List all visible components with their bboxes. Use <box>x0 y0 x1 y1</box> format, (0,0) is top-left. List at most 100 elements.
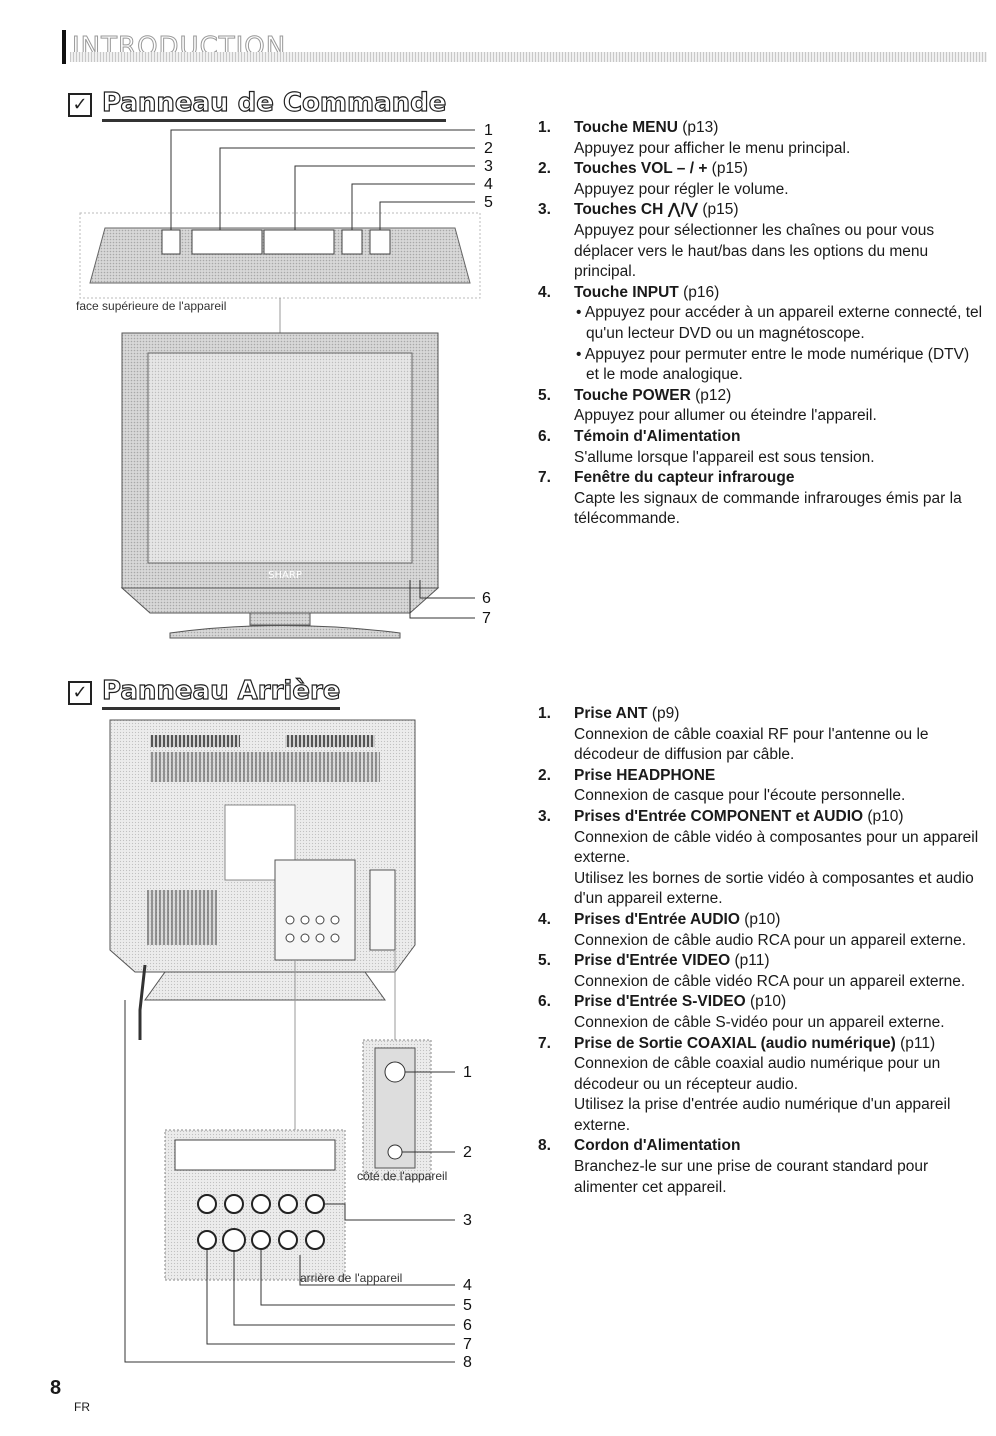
item-heading: Cordon d'Alimentation <box>574 1137 741 1155</box>
control-panel-title-text: Panneau de Commande <box>101 87 447 122</box>
page-header: INTRODUCTION <box>62 30 987 64</box>
list-item: 6. Prise d'Entrée S-VIDEO (p10) Connexion … <box>538 992 983 1033</box>
item-description: Connexion de câble S-vidéo pour un appar… <box>574 1013 945 1031</box>
rear-callout-7: 7 <box>463 1336 472 1353</box>
item-bullet: • Appuyez pour accéder à un appareil ext… <box>576 304 983 342</box>
rear-panel-title: ✓ Panneau Arrière <box>68 675 341 710</box>
rear-panel-list: 1. Prise ANT (p9) Connexion de câble coaxi… <box>538 704 983 1198</box>
item-description: Connexion de câble coaxial RF pour l'ant… <box>574 725 929 764</box>
list-item: 5.Touche POWER (p12)Appuyez pour allumer… <box>538 386 983 427</box>
rear-callout-6: 6 <box>463 1317 472 1334</box>
item-description: Appuyez pour allumer ou éteindre l'appar… <box>574 407 877 425</box>
item-heading: Touches CH ⋀/⋁ <box>574 201 699 219</box>
side-caption: côté de l'appareil <box>357 1169 447 1183</box>
item-heading: Témoin d'Alimentation <box>574 427 741 445</box>
list-item: 1. Prise ANT (p9) Connexion de câble coaxi… <box>538 704 983 766</box>
input-button-icon <box>341 229 363 255</box>
item-heading: Prise de Sortie COAXIAL (audio numérique… <box>574 1034 896 1052</box>
item-number: 1. <box>538 705 551 722</box>
item-heading: Touches VOL – / + <box>574 160 708 178</box>
ch-buttons-icon <box>263 229 335 255</box>
item-description: S'allume lorsque l'appareil est sous ten… <box>574 448 875 466</box>
list-item: 5. Prise d'Entrée VIDEO (p11) Connexion de… <box>538 951 983 992</box>
item-number: 4. <box>538 283 551 301</box>
control-panel-list: 1. Touche MENU (p13) Appuyez pour afficher… <box>538 118 983 530</box>
item-bullet: • Appuyez pour permuter entre le mode nu… <box>576 345 970 384</box>
item-description: Branchez-le sur une prise de courant sta… <box>574 1158 929 1196</box>
item-page-ref: (p15) <box>698 201 739 219</box>
callout-3: 3 <box>484 158 493 175</box>
item-description: Connexion de câble coaxial audio numériq… <box>574 1055 941 1093</box>
list-item: 1. Touche MENU (p13) Appuyez pour afficher… <box>538 118 983 159</box>
item-number: 5. <box>538 952 551 970</box>
callout-7: 7 <box>482 610 491 627</box>
rear-callout-3: 3 <box>463 1212 472 1229</box>
rear-callout-4: 4 <box>463 1277 472 1294</box>
item-description: Connexion de câble vidéo à composantes p… <box>574 828 979 867</box>
list-item: 2. Touches VOL – / + (p15) Appuyez pour ré… <box>538 159 983 200</box>
list-item: 4.Prises d'Entrée AUDIO (p10)Connexion d… <box>538 910 983 951</box>
item-number: 4. <box>538 910 551 928</box>
item-number: 2. <box>538 160 551 178</box>
page-language: FR <box>74 1400 90 1414</box>
item-heading: Prise ANT <box>574 705 648 722</box>
rear-panel-title-text: Panneau Arrière <box>101 675 341 710</box>
control-panel-diagram: face supérieure de l'appareil 1 2 3 4 5 … <box>76 122 493 639</box>
rear-callout-5: 5 <box>463 1297 472 1314</box>
top-face-caption: face supérieure de l'appareil <box>76 299 226 313</box>
item-page-ref: (p16) <box>678 283 720 301</box>
item-description: Appuyez pour régler le volume. <box>574 180 789 198</box>
item-number: 1. <box>538 119 551 136</box>
callout-4: 4 <box>484 176 493 193</box>
item-heading: Touche INPUT <box>574 283 679 301</box>
item-page-ref: (p11) <box>730 952 770 970</box>
list-item: 2. Prise HEADPHONE Connexion de casque pou… <box>538 766 983 807</box>
item-heading: Prise d'Entrée VIDEO <box>574 952 731 970</box>
rear-callout-8: 8 <box>463 1354 472 1370</box>
list-item: 4. Touche INPUT (p16) • Appuyez pour accéd… <box>538 283 983 386</box>
item-description: Connexion de casque pour l'écoute person… <box>574 787 906 805</box>
item-page-ref: (p10) <box>745 993 787 1011</box>
list-item: 7. Prise de Sortie COAXIAL (audio numériq… <box>538 1034 983 1137</box>
item-description: Utilisez les bornes de sortie vidéo à co… <box>574 869 974 908</box>
checkbox-icon: ✓ <box>68 93 92 117</box>
callout-6: 6 <box>482 590 491 607</box>
vol-buttons-icon <box>191 229 263 255</box>
item-page-ref: (p9) <box>647 705 680 722</box>
rear-callout-2: 2 <box>463 1144 472 1161</box>
tv-screen <box>147 352 413 564</box>
callout-1: 1 <box>484 122 493 139</box>
control-panel-title: ✓ Panneau de Commande <box>68 87 447 122</box>
item-number: 7. <box>538 469 551 487</box>
tv-logo: SHARP <box>268 570 302 581</box>
checkbox-icon: ✓ <box>68 681 92 705</box>
item-description: Appuyez pour sélectionner les chaînes ou… <box>574 221 935 281</box>
item-page-ref: (p13) <box>677 119 719 136</box>
item-number: 7. <box>538 1034 551 1052</box>
item-heading: Prise d'Entrée S-VIDEO <box>574 993 746 1011</box>
item-number: 6. <box>538 427 551 445</box>
list-item: 3.Prises d'Entrée COMPONENT et AUDIO (p1… <box>538 807 983 910</box>
ant-jack-icon <box>384 1061 406 1083</box>
rear-panel-diagram: 1 2 côté de l'appareil arrière de l'appa… <box>109 719 472 1370</box>
item-number: 6. <box>538 993 551 1011</box>
item-number: 5. <box>538 386 551 404</box>
header-bar <box>62 30 66 64</box>
callout-5: 5 <box>484 194 493 211</box>
item-description: Capte les signaux de commande infrarouge… <box>574 489 962 528</box>
item-description: Utilisez la prise d'entrée audio numériq… <box>574 1096 951 1134</box>
item-heading: Prise HEADPHONE <box>574 766 716 784</box>
menu-button-icon <box>161 229 181 255</box>
item-heading: Touche MENU <box>574 119 678 136</box>
item-description: Connexion de câble audio RCA pour un app… <box>574 931 967 949</box>
item-number: 2. <box>538 766 551 784</box>
item-description: Appuyez pour afficher le menu principal. <box>574 139 851 157</box>
item-page-ref: (p15) <box>707 160 748 178</box>
item-description: Connexion de câble vidéo RCA pour un app… <box>574 972 966 990</box>
power-button-icon <box>369 229 391 255</box>
back-caption: arrière de l'appareil <box>300 1271 402 1285</box>
callout-2: 2 <box>484 140 493 157</box>
